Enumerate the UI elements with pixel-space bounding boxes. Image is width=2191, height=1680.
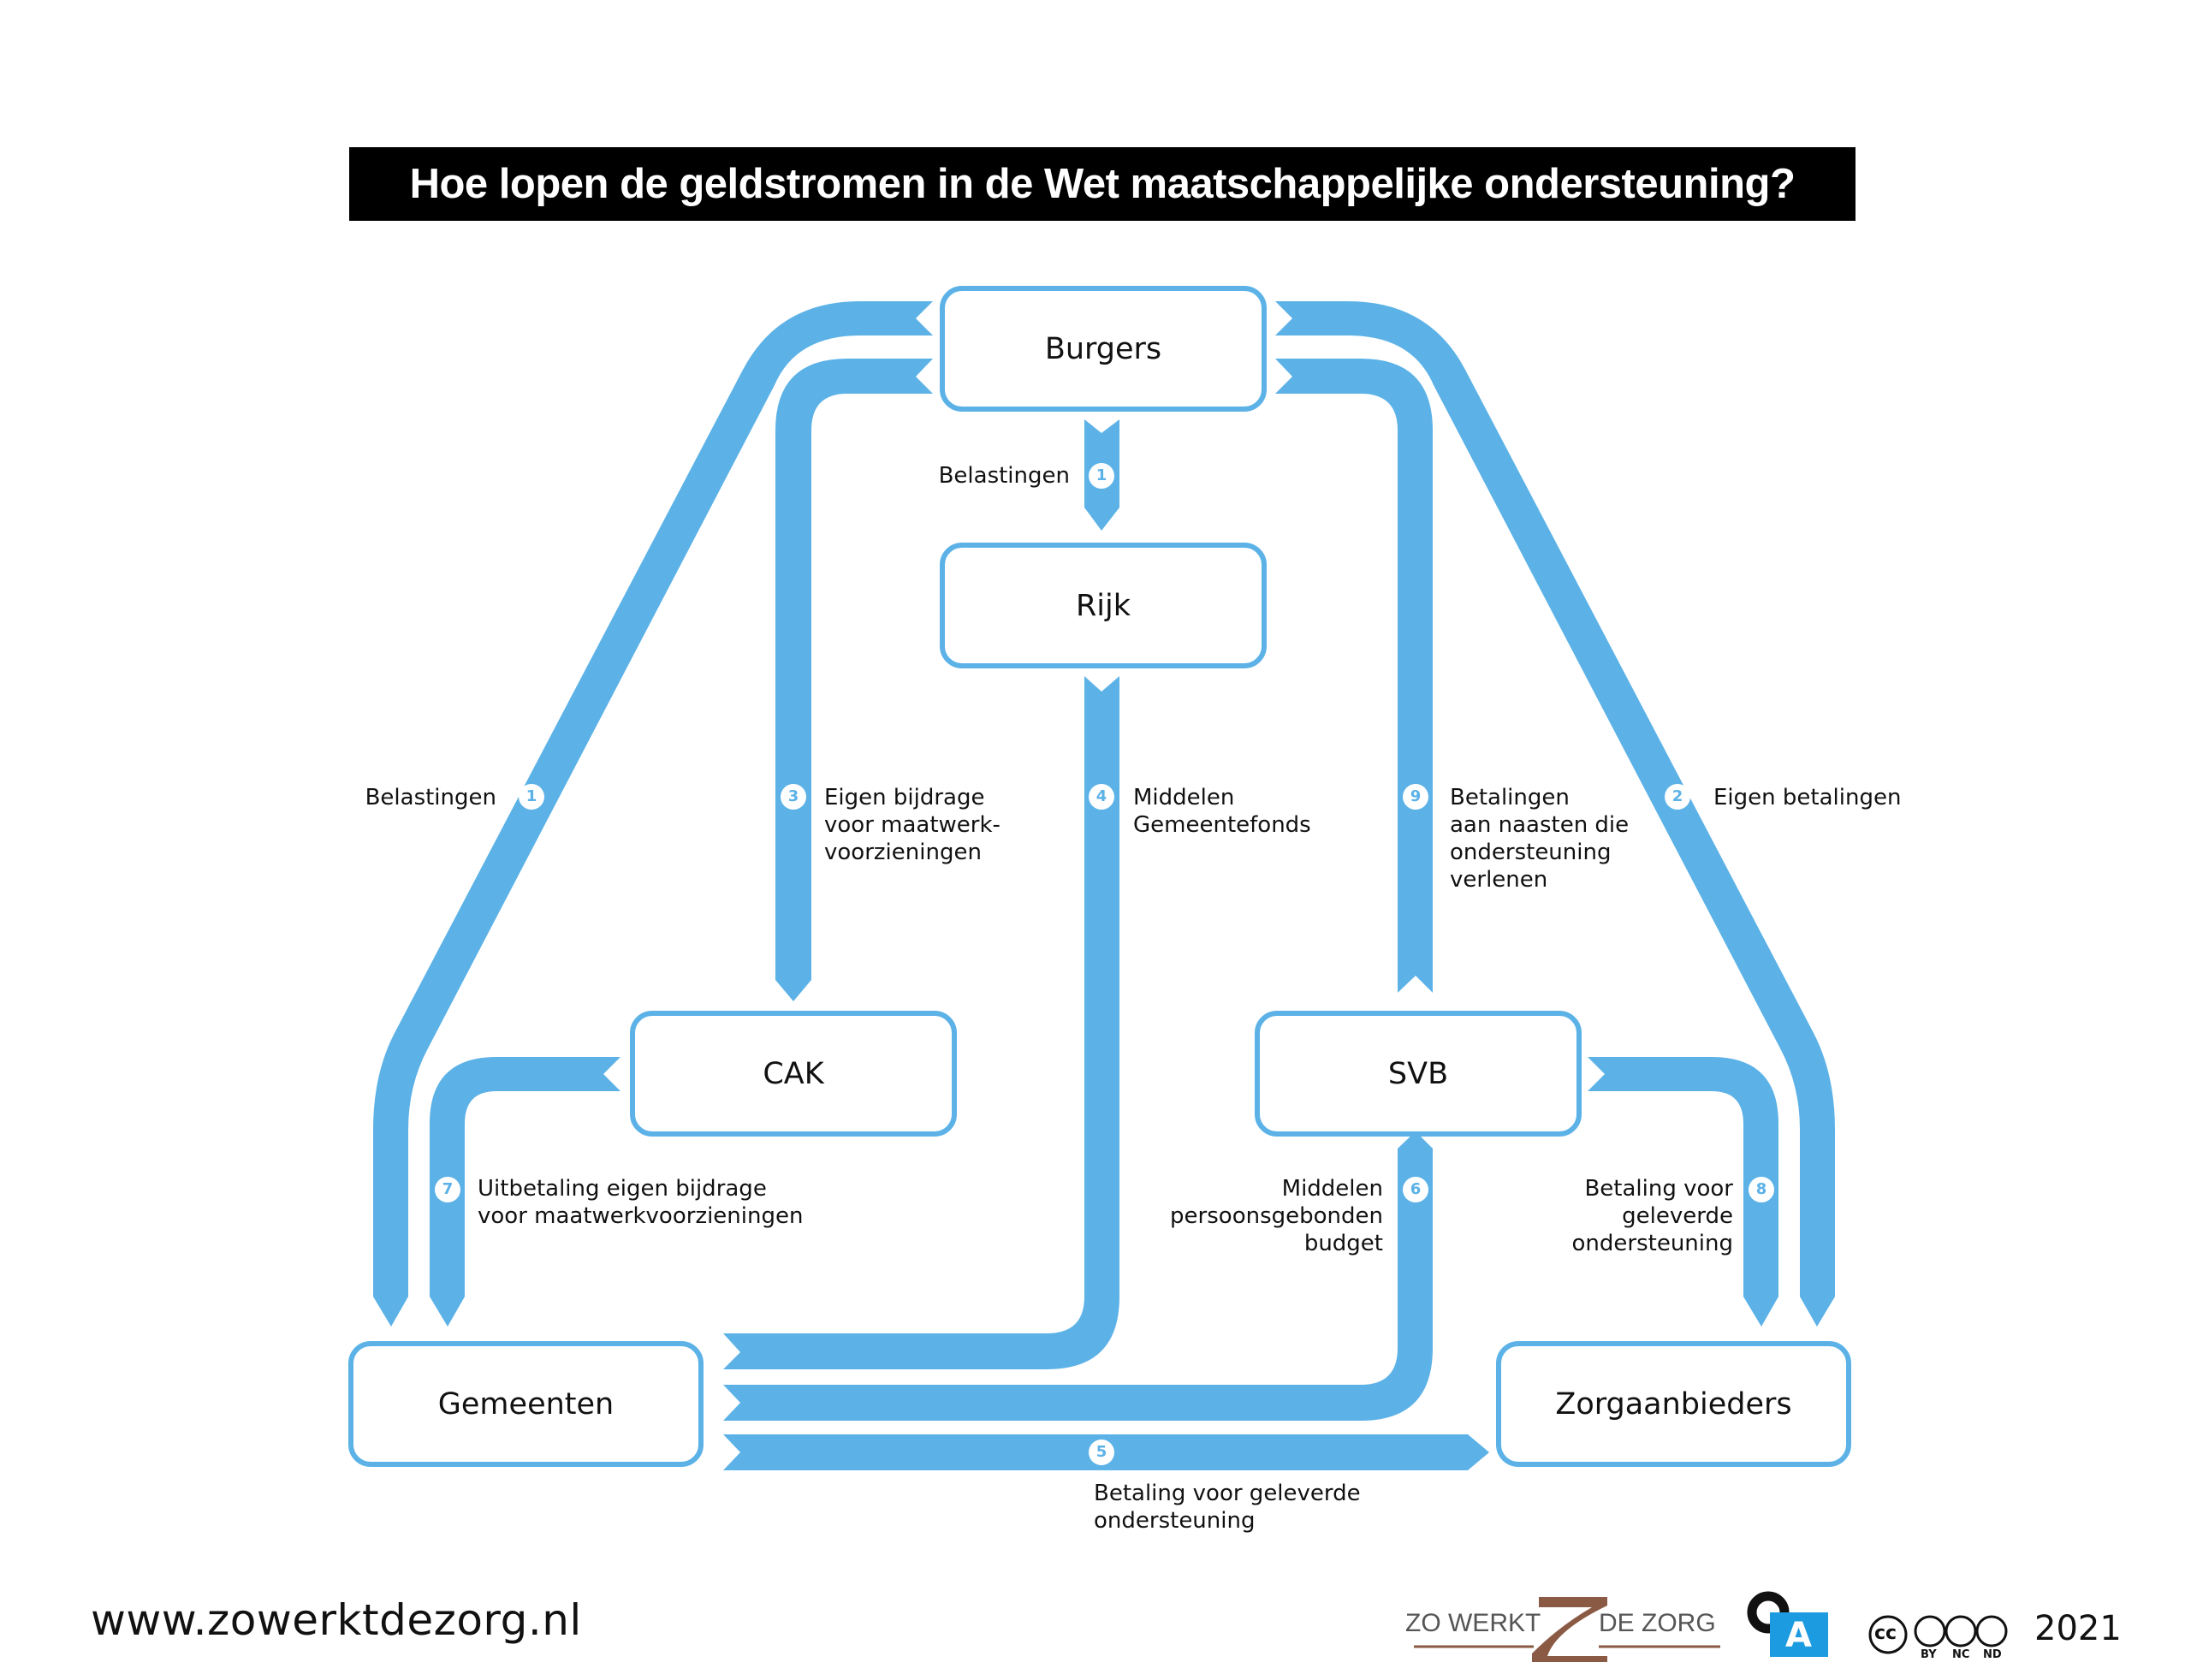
flow-label-3: Eigen bijdrage voor maatwerk- voorzienin…: [824, 785, 1000, 865]
arrow-middelen-pgb-gemeenten-svb: [723, 1131, 1433, 1421]
flow-number-5: 5: [1089, 1440, 1114, 1465]
logo-text-left: ZO WERKT: [1405, 1609, 1541, 1637]
flow-label-4: Middelen Gemeentefonds: [1133, 785, 1311, 838]
node-zorgaanbieders: Zorgaanbieders: [1496, 1341, 1851, 1467]
cc-text: cc: [1874, 1623, 1897, 1644]
logo-text-right: DE ZORG: [1599, 1609, 1716, 1637]
flow-label-2: Eigen betalingen: [1713, 785, 1902, 810]
flow-number-3: 3: [781, 784, 806, 810]
flow-number-2: 2: [1665, 784, 1690, 810]
creative-commons-license-icon: [1868, 1615, 2008, 1654]
node-cak: CAK: [630, 1011, 957, 1137]
flow-label-7: Uitbetaling eigen bijdrage voor maatwerk…: [478, 1176, 804, 1229]
node-svb: SVB: [1255, 1011, 1582, 1137]
arrow-uitbetaling-eigen-bijdrage-cak-gemeenten: [430, 1057, 620, 1327]
flow-label-5: Betaling voor geleverde ondersteuning: [1094, 1481, 1361, 1534]
flow-label-8: Betaling voor geleverde ondersteuning: [1571, 1176, 1733, 1256]
cc-nc-text: NC: [1952, 1648, 1970, 1661]
z-mark-icon: [1532, 1597, 1607, 1662]
cc-by-text: BY: [1921, 1648, 1937, 1661]
flow-label-1-rijk: Belastingen: [938, 463, 1070, 489]
flow-number-4: 4: [1089, 784, 1114, 810]
flow-number-7: 7: [435, 1177, 460, 1202]
flow-label-6: Middelen persoonsgebonden budget: [1170, 1176, 1383, 1256]
arrow-betalingen-naasten-svb-burgers: [1275, 359, 1433, 993]
copyright-year: 2021: [2034, 1609, 2122, 1648]
arrow-betaling-svb-zorgaanbieders: [1588, 1057, 1778, 1327]
flow-label-1-gemeenten: Belastingen: [365, 785, 496, 810]
node-rijk: Rijk: [940, 543, 1267, 668]
arrow-eigen-bijdrage-burgers-cak: [775, 359, 933, 1001]
flow-number-1-rijk: 1: [1089, 463, 1114, 489]
flow-number-6: 6: [1403, 1177, 1428, 1202]
zo-werkt-de-zorg-logo: [1414, 1597, 1720, 1662]
open-access-badge-icon: [1747, 1591, 1828, 1657]
cc-nd-text: ND: [1983, 1648, 2002, 1661]
flow-number-1-gemeenten: 1: [519, 784, 544, 810]
flow-number-9: 9: [1403, 784, 1428, 810]
flow-label-9: Betalingen aan naasten die ondersteuning…: [1450, 785, 1630, 893]
badge-letter: A: [1785, 1616, 1812, 1655]
node-burgers: Burgers: [940, 286, 1267, 412]
website-url: www.zowerktdezorg.nl: [91, 1595, 582, 1645]
flow-number-8: 8: [1749, 1177, 1774, 1202]
node-gemeenten: Gemeenten: [348, 1341, 704, 1467]
page-title: Hoe lopen de geldstromen in de Wet maats…: [349, 147, 1856, 221]
